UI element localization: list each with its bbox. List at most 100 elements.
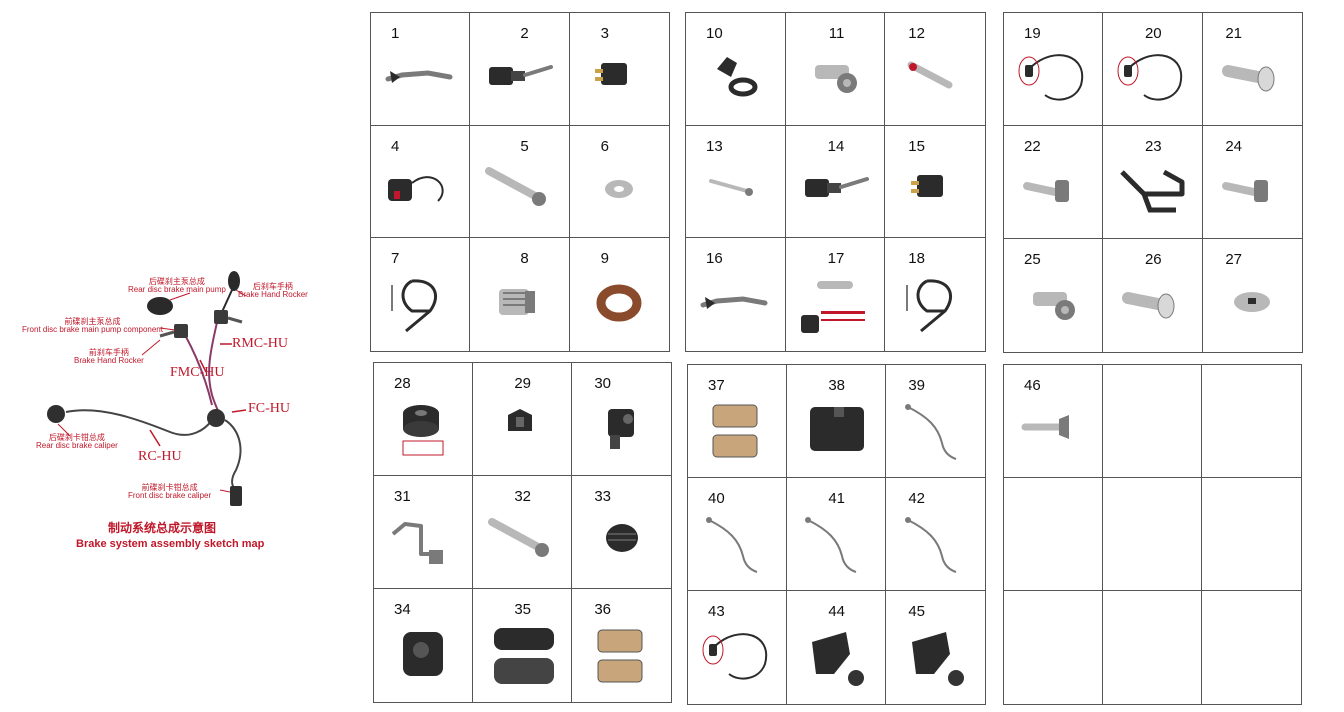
part-cell-31: 31: [374, 476, 473, 589]
part-number: 38: [828, 377, 845, 394]
part-cell-19: 19: [1004, 13, 1104, 126]
banjo-bolt-icon: [499, 288, 536, 315]
brake-switch-icon: [595, 62, 628, 85]
part-cell-40: 40: [688, 478, 787, 591]
caliper-icon: [403, 631, 443, 676]
four-piston-caliper-icon: [494, 627, 554, 684]
part-cell-4: 4: [371, 125, 471, 239]
part-number: 21: [1225, 25, 1242, 42]
part-number: 3: [600, 25, 609, 42]
rc-hu-label: RC-HU: [138, 449, 182, 464]
part-number: 17: [827, 250, 845, 268]
part-cell-8: 8: [470, 238, 570, 351]
part-cell-3: 3: [569, 13, 669, 126]
part-number: 2: [520, 25, 529, 42]
part-cell-32: 32: [473, 476, 572, 589]
part-number: 35: [514, 601, 531, 618]
flat-screw-icon: [1234, 291, 1271, 312]
part-number: 25: [1024, 251, 1041, 268]
part-cell-15: 15: [885, 126, 985, 239]
brake-hose-icon: [904, 403, 956, 460]
sketch-title-cn: 制动系统总成示意图: [108, 521, 217, 535]
part-cell-21: 21: [1202, 13, 1302, 126]
part-cell-38: 38: [787, 365, 886, 478]
part-cell-18: 18: [885, 238, 985, 351]
left-mirror-shape: [147, 297, 173, 315]
part-cell-13: 13: [686, 125, 786, 239]
brake-lever-icon: [385, 70, 453, 83]
part-number: 45: [908, 603, 925, 620]
part-number: 11: [828, 25, 845, 42]
part-number: 30: [594, 375, 611, 392]
long-bolt-icon: [488, 517, 549, 557]
part-cell-10: 10: [686, 13, 786, 126]
part-cell-46: 46: [1004, 365, 1103, 478]
boot-cover-icon: [911, 631, 964, 686]
part-number: 40: [708, 490, 725, 507]
part-number: 15: [908, 137, 925, 155]
part-number: 5: [520, 137, 529, 155]
empty-cell: [1103, 591, 1202, 704]
part-cell-27: 27: [1203, 239, 1302, 352]
brake-lever-icon: [700, 296, 768, 309]
part-cell-7: 7: [371, 238, 471, 351]
part-cell-14: 14: [785, 125, 886, 239]
sensor-cable-icon: [1018, 54, 1084, 101]
part-cell-9: 9: [570, 238, 669, 351]
part-number: 9: [600, 250, 609, 268]
mirror-icon: [391, 279, 438, 332]
button-screw-icon: [1222, 64, 1275, 92]
hose-clamp-icon: [607, 408, 634, 449]
part-number: 4: [391, 137, 400, 155]
sensor-cable-icon: [702, 632, 768, 680]
part-number: 8: [520, 250, 529, 268]
part-number: 31: [394, 488, 411, 505]
part-cell-28: 28: [374, 363, 473, 476]
parts-panel-6: 46: [1003, 364, 1302, 705]
part-cell-23: 23: [1103, 126, 1203, 239]
part-cell-30: 30: [572, 363, 671, 476]
part-cell-16: 16: [686, 238, 786, 351]
part-cell-5: 5: [470, 125, 570, 239]
small-bolt-icon: [709, 179, 754, 197]
bracket-icon: [1120, 169, 1185, 213]
part-number: 1: [391, 25, 400, 42]
part-number: 42: [908, 490, 925, 507]
empty-cell: [1202, 478, 1301, 591]
part-number: 27: [1225, 251, 1242, 268]
front-rocker-label: 前刹车手柄 Brake Hand Rocker: [74, 348, 144, 366]
part-cell-33: 33: [572, 476, 671, 589]
part-number: 12: [908, 25, 925, 42]
brake-system-sketch: 后碟刹主泵总成 Rear disc brake main pump 后刹车手柄 …: [0, 0, 360, 712]
rear-pump-label: 后碟刹主泵总成 Rear disc brake main pump: [128, 277, 226, 295]
part-cell-29: 29: [473, 363, 572, 476]
part-number: 18: [908, 250, 925, 268]
rear-rocker-label: 后刹车手柄 Brake Hand Rocker: [238, 282, 308, 300]
rear-caliper-shape: [47, 405, 65, 423]
part-cell-42: 42: [886, 478, 985, 591]
brake-switch-icon: [911, 175, 944, 198]
master-cylinder-icon: [804, 177, 869, 198]
abs-unit-shape: [207, 409, 225, 427]
copper-seal-icon: [596, 284, 642, 322]
part-cell-34: 34: [374, 589, 473, 702]
brake-hose-icon: [805, 516, 857, 573]
brake-hose-icon: [706, 516, 758, 573]
fmc-hu-label: FMC-HU: [170, 365, 225, 380]
part-number: 7: [391, 250, 400, 268]
part-number: 44: [828, 603, 845, 620]
reservoir-cap-icon: [717, 56, 758, 97]
part-cell-22: 22: [1004, 126, 1104, 239]
brake-pads-icon: [597, 629, 642, 683]
front-pump-label: 前碟刹主泵总成 Front disc brake main pump compo…: [22, 317, 163, 335]
flange-bolt-icon: [1222, 179, 1269, 202]
washer-icon: [605, 180, 634, 199]
part-cell-41: 41: [787, 478, 886, 591]
rubber-plug-icon: [605, 523, 638, 552]
brake-pads-icon: [712, 404, 758, 458]
part-number: 32: [514, 488, 531, 505]
sensor-cable-icon: [1117, 54, 1183, 101]
